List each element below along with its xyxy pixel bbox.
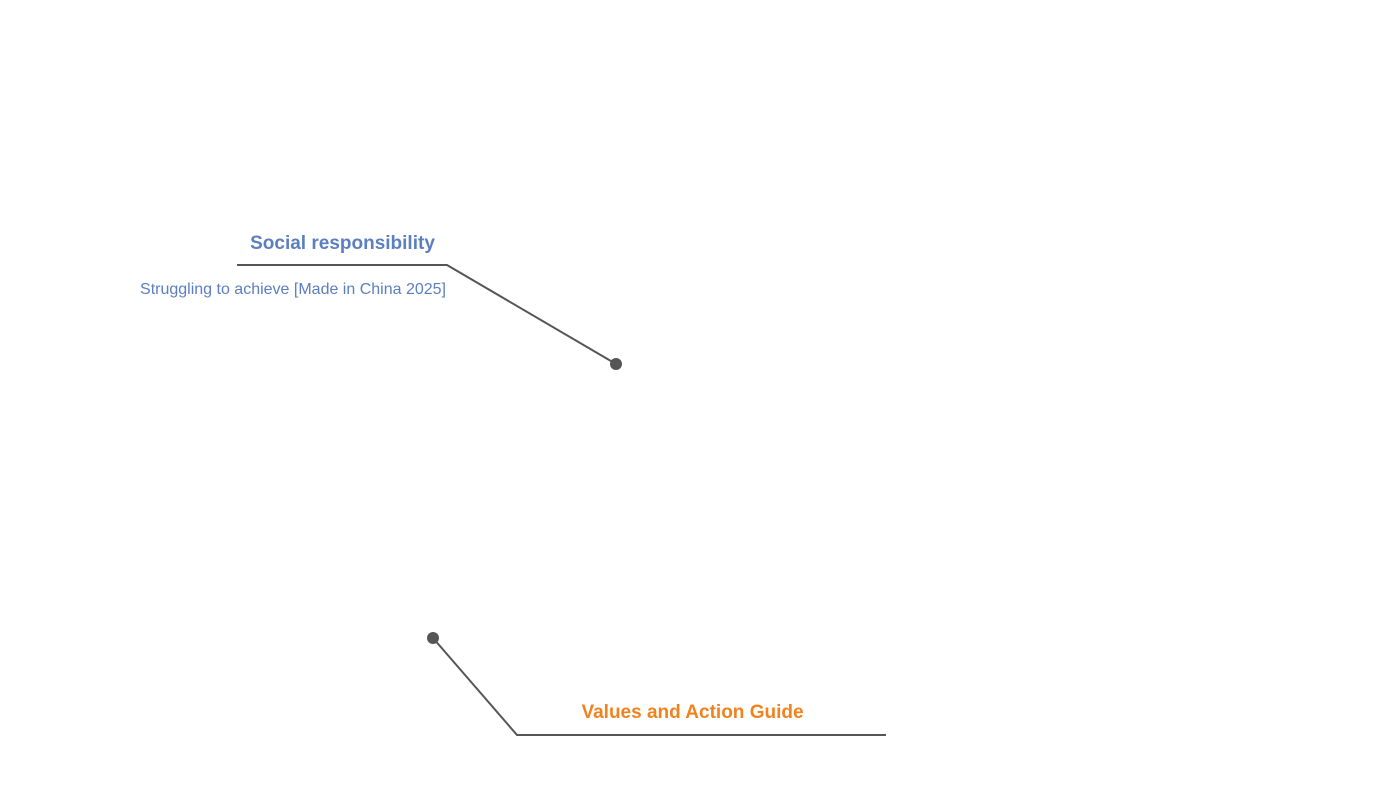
social-responsibility-subtitle: Struggling to achieve [Made in China 202… [140, 281, 446, 298]
values-anchor-dot [427, 632, 439, 644]
values-connector [427, 632, 886, 736]
values-leader-line [432, 637, 886, 736]
values-action-guide-title: Values and Action Guide [581, 702, 804, 723]
social-leader-line [237, 264, 617, 365]
social-responsibility-title: Social responsibility [250, 233, 435, 254]
social-connector [237, 264, 622, 370]
social-anchor-dot [610, 358, 622, 370]
